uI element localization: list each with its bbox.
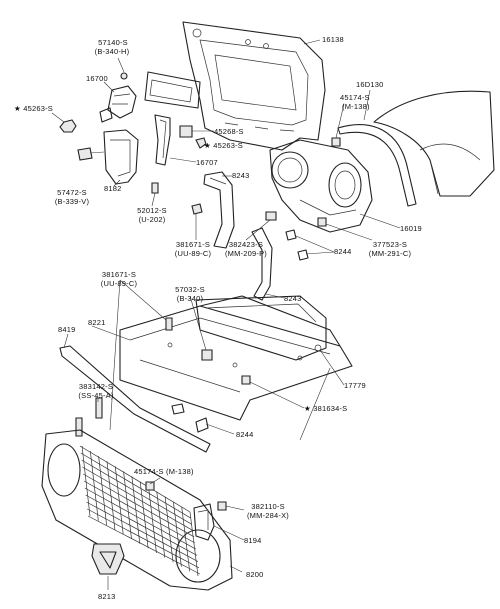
label-8244-low: 8244 — [236, 430, 254, 439]
label-16D130: 16D130 — [356, 80, 384, 89]
label-383142-sub: (SS-45-A) — [78, 391, 114, 400]
label-8243-top: 8243 — [232, 171, 250, 180]
label-377523: 377523-S — [372, 240, 408, 249]
label-382110: 382110-S — [251, 502, 285, 511]
grille-mesh-line — [164, 496, 174, 563]
grille-mesh-line — [82, 466, 194, 531]
bolt-57032 — [201, 349, 213, 361]
label-8244-top: 8244 — [334, 247, 352, 256]
label-8213: 8213 — [98, 592, 116, 601]
grille-mesh-line — [139, 481, 149, 549]
label-17779: 17779 — [344, 381, 366, 390]
grille-mesh-line — [81, 445, 91, 517]
grille-mesh-line — [98, 456, 107, 526]
label-382423-sub: (MM-209-P) — [224, 249, 267, 258]
label-381671-b-sub: (UU-89-C) — [100, 279, 138, 288]
fastener-382423 — [265, 211, 277, 221]
bolt-381671-b — [165, 317, 173, 331]
headlamp-housing-16019 — [269, 139, 373, 233]
label-381671-a-sub: (UU-89-C) — [174, 249, 212, 258]
label-57472: 57472-S — [57, 188, 87, 197]
label-45268: 45268-S — [214, 127, 244, 136]
grille-mesh-line — [106, 461, 116, 530]
emblem-8213 — [91, 543, 125, 575]
grille-mesh-line — [189, 511, 199, 577]
nut-382110 — [217, 501, 227, 511]
nut-45174-top — [331, 137, 341, 147]
label-57032-sub: (B-340) — [176, 294, 204, 303]
clip-381634 — [241, 375, 251, 385]
label-381634: ★ 381634-S — [304, 404, 348, 413]
label-52012: 52012-S — [137, 206, 167, 215]
label-16707: 16707 — [196, 158, 218, 167]
fender-outline — [373, 90, 495, 197]
grille-mesh-line — [79, 445, 191, 513]
fastener-45263-top — [59, 119, 77, 133]
support-17779 — [195, 295, 327, 361]
leader-lines — [51, 39, 401, 590]
label-8194: 8194 — [244, 536, 262, 545]
label-52012-sub: (U-202) — [138, 215, 166, 224]
label-8200: 8200 — [246, 570, 264, 579]
support-bracket-16707 — [154, 114, 171, 166]
label-45174-top-sub: (M-138) — [342, 102, 370, 111]
label-45174-top: 45174-S — [340, 93, 370, 102]
clip-8244-low — [171, 403, 209, 433]
label-16700: 16700 — [86, 74, 108, 83]
label-383142: 383142-S — [78, 382, 114, 391]
label-16019: 16019 — [400, 224, 422, 233]
grille-mesh-line — [156, 491, 166, 558]
grille-mesh-line — [131, 476, 141, 544]
fastener-45263-mid — [195, 137, 207, 149]
grille-8200 — [41, 429, 233, 591]
molding-8243-top — [203, 171, 235, 249]
fastener-377523 — [317, 217, 327, 227]
label-45174-low: 45174-S (M-138) — [134, 467, 194, 476]
nut-45174-low — [145, 481, 155, 491]
label-57140-sub: (B-340-H) — [94, 47, 130, 56]
label-8221: 8221 — [88, 318, 106, 327]
label-45263-top: ★ 45263-S — [14, 104, 53, 113]
label-8182: 8182 — [104, 184, 122, 193]
bolt-52012 — [151, 182, 159, 194]
hood-latch-16700 — [99, 72, 137, 123]
grille-mesh-line — [83, 480, 196, 544]
fastener-381671-a — [191, 203, 203, 215]
label-57140: 57140-S — [98, 38, 128, 47]
label-8419: 8419 — [58, 325, 76, 334]
valance-panel-8221 — [119, 295, 353, 421]
fastener-45268 — [179, 125, 193, 138]
grille-mesh-line — [181, 506, 191, 572]
grille-mesh-line — [123, 471, 132, 540]
label-381671-b: 381671-S — [101, 270, 137, 279]
label-382110-sub: (MM-284-X) — [246, 511, 289, 520]
label-45263-mid: ★ 45263-S — [204, 141, 243, 150]
grille-mesh-line — [84, 487, 197, 550]
fastener-8244-top — [285, 229, 309, 261]
bracket-8194 — [193, 503, 215, 541]
label-377523-sub: (MM-291-C) — [368, 249, 412, 258]
grille-molding-8419 — [59, 345, 211, 453]
grille-mesh-line — [89, 451, 99, 521]
label-381671-a: 381671-S — [175, 240, 211, 249]
grille-mesh-line — [148, 486, 157, 553]
molding-8243-mid — [251, 227, 273, 301]
label-16138: 16138 — [322, 35, 344, 44]
label-57032: 57032-S — [175, 285, 205, 294]
grille-mesh-line — [114, 466, 124, 535]
grille-mesh-line — [83, 473, 195, 538]
fender-molding-16D130 — [337, 124, 417, 207]
label-382423: 382423-S — [228, 240, 264, 249]
shield-8182 — [77, 129, 139, 185]
radiator-support-16138 — [144, 21, 326, 151]
grille-mesh-line — [173, 501, 182, 567]
label-8243-mid: 8243 — [284, 294, 302, 303]
label-57472-sub: (B-339-V) — [54, 197, 90, 206]
